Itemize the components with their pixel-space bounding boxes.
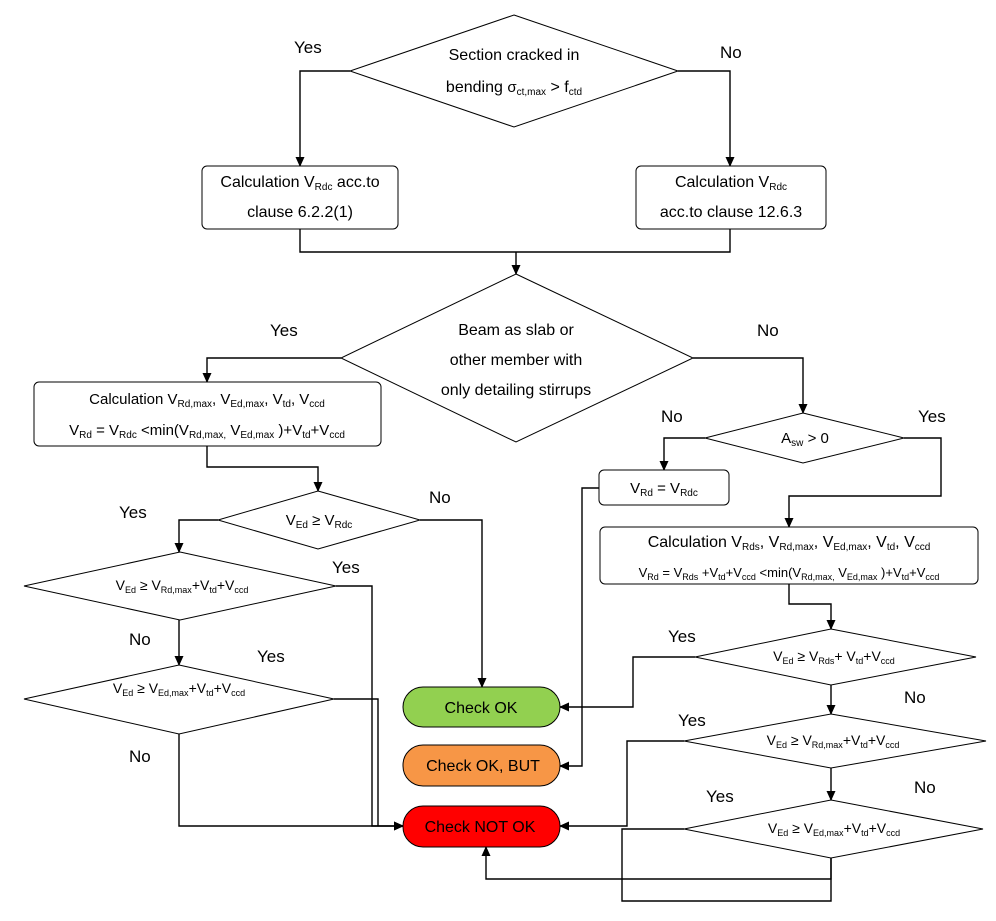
label-no-d8: No [914,778,936,797]
label-yes-d2: Yes [270,321,298,340]
connector-d3-no [659,437,705,471]
d4-text: VEd ≥ VRdc [286,512,353,531]
box-calc-vrdmax [33,381,382,447]
decision-section-cracked [348,14,680,128]
connector-d4-no [420,519,487,688]
terminal-check-ok-but [402,744,561,787]
d6-text: VEd ≥ VEd,max+Vtd+Vccd [113,680,245,698]
d5-text: VEd ≥ VRd,max+Vtd+Vccd [116,577,249,595]
decision-right-vrdmax [683,713,987,769]
b2-line2: acc.to clause 12.6.3 [660,204,802,221]
connector-d1-no [678,70,735,167]
connector-d8-yes [559,740,684,831]
label-no-d1: No [720,43,742,62]
b1-line1: Calculation VRdc acc.to [220,174,379,193]
label-no-d4: No [429,488,451,507]
t-ok-text: Check OK [445,700,518,717]
terminal-check-ok [402,686,561,728]
connectors [174,70,942,902]
d2-line2: other member with [450,352,583,369]
connector-d2-yes [202,357,341,383]
nodes [23,14,987,859]
d3-text: Asw > 0 [781,430,829,449]
decision-left-vrdmax [23,551,337,621]
box-calc-vrds [599,526,979,585]
label-yes-d5: Yes [332,558,360,577]
label-no-d7: No [904,688,926,707]
b3-line1: Calculation VRd,max, VEd,max, Vtd, Vccd [89,391,325,410]
label-no-d5: No [129,630,151,649]
label-no-d6: No [129,747,151,766]
t-okbut-text: Check OK, BUT [426,758,540,775]
node-texts: Section cracked in bending σct,max > fct… [69,47,939,838]
b5-line1: Calculation VRds, VRd,max, VEd,max, Vtd,… [648,534,931,553]
label-no-d3: No [661,407,683,426]
connector-d3-yes [784,437,942,528]
label-no-d2: No [757,321,779,340]
connector-d7-yes [559,656,695,712]
d9-text: VEd ≥ VEd,max+Vtd+Vccd [768,820,900,838]
label-yes-d3: Yes [918,407,946,426]
connector-d4-yes [174,519,218,553]
connector-d6-yes [334,698,379,826]
decision-beam-as-slab [339,273,695,443]
t-notok-text: Check NOT OK [425,819,536,836]
d7-text: VEd ≥ VRds+ Vtd+Vccd [773,648,895,666]
decision-ved-ge-vrdc [216,490,422,550]
label-yes-d1: Yes [294,38,322,57]
d2-line1: Beam as slab or [458,322,574,339]
b3-line2: VRd = VRdc <min(VRd,max, VEd,max )+Vtd+V… [69,422,345,441]
connector-d9-yes [621,828,832,902]
box-calc-vrdc-622 [201,165,399,230]
decision-left-vedmax [23,664,335,735]
decision-right-vrds [694,628,977,686]
d2-line3: only detailing stirrups [441,382,591,399]
b2-line1: Calculation VRdc [675,174,787,193]
d1-line1: Section cracked in [449,47,580,64]
box-calc-vrdc-1263 [635,165,827,230]
connector-d1-yes [295,70,350,167]
connector-b5-d7 [788,584,836,630]
connector-d5-yes [336,585,404,831]
connector-b2-merge [516,229,731,253]
terminal-check-not-ok [402,805,561,848]
d1-line2: bending σct,max > fctd [446,79,582,98]
label-yes-d6: Yes [257,647,285,666]
connector-d9-no [481,846,832,880]
label-yes-d4: Yes [119,503,147,522]
decision-asw [704,412,905,464]
connector-b3-d4 [206,446,323,492]
connector-b1-merge [299,229,516,253]
branch-labels: Yes No Yes No No Yes No Yes Yes No Yes Y… [119,38,946,806]
b4-text: VRd = VRdc [630,480,698,499]
label-yes-d8: Yes [678,711,706,730]
b5-line2: VRd = VRds +Vtd+Vccd <min(VRd,max, VEd,m… [639,565,940,582]
box-vrd-eq-vrdc [598,469,730,506]
d8-text: VEd ≥ VRd,max+Vtd+Vccd [767,732,900,750]
b1-line2: clause 6.2.2(1) [247,204,353,221]
label-yes-d7: Yes [668,627,696,646]
connector-d6-no [178,724,404,831]
connector-d2-no [693,357,808,414]
connector-b4-okbut [559,487,599,771]
decision-right-vedmax [683,799,984,859]
label-yes-d9: Yes [706,787,734,806]
